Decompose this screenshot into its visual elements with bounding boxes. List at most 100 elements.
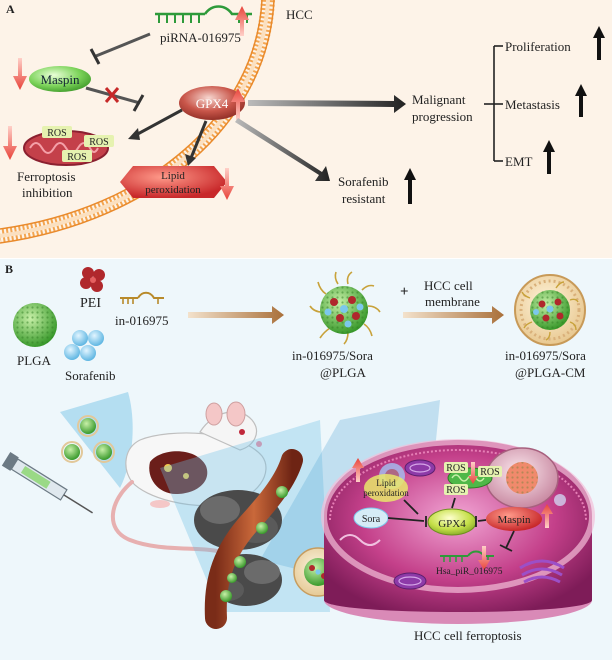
maspin-ellipse xyxy=(29,66,91,92)
cell-maspin-up-arrow xyxy=(541,504,553,528)
cell-ros-badge-1 xyxy=(444,462,468,473)
pirna-inhibits-maspin-line xyxy=(95,32,151,58)
ros-label-3: ROS xyxy=(67,152,86,163)
outcome-bracket xyxy=(484,45,503,162)
cell-sora-label: Sora xyxy=(362,514,381,525)
emt-up-arrow xyxy=(543,140,555,174)
hcc-label: HCC xyxy=(286,7,313,22)
pirna-inhibition-bar xyxy=(89,48,101,65)
lipid-label-line2: peroxidation xyxy=(145,184,201,196)
cell-ros-label-1: ROS xyxy=(446,463,465,474)
outcome-proliferation: Proliferation xyxy=(505,39,571,54)
pirna-label: piRNA-016975 xyxy=(160,30,241,45)
syringe-icon xyxy=(1,452,93,514)
gpx4-up-arrow xyxy=(231,88,245,120)
membrane-inner-edge xyxy=(0,0,263,230)
panel-a-letter: A xyxy=(6,2,15,16)
nanoparticle-plga xyxy=(309,271,381,345)
ros-label-1: ROS xyxy=(47,128,66,139)
ros-label-2: ROS xyxy=(89,137,108,148)
cell-membrane-core xyxy=(0,0,270,238)
coating-arrow xyxy=(403,306,504,324)
ferroptosis-label-line2: inhibition xyxy=(22,185,73,200)
cell-lipid-up-arrow xyxy=(352,458,364,482)
synthesis-arrow xyxy=(188,306,284,324)
lipid-label-line1: Lipid xyxy=(161,170,185,182)
cell-ros-label-3: ROS xyxy=(446,485,465,496)
inhibitor-label: in-016975 xyxy=(115,313,168,328)
membrane-label-line2: membrane xyxy=(425,294,480,309)
cell-pathway-lines xyxy=(387,497,515,552)
gpx4-label: GPX4 xyxy=(196,96,229,111)
sorafenib-label-line1: Sorafenib xyxy=(338,174,389,189)
pirna-bases xyxy=(158,14,248,23)
cell-ros-badge-3 xyxy=(444,484,468,495)
plus-sign: + xyxy=(400,284,409,300)
metastasis-up-arrow xyxy=(575,84,587,117)
outcome-emt: EMT xyxy=(505,154,533,169)
cell-lipid-label-line1: Lipid xyxy=(376,478,396,488)
cell-maspin-label: Maspin xyxy=(498,514,532,526)
golgi-apparatus xyxy=(519,559,565,584)
cell-pirna-label: Hsa_piR_016975 xyxy=(436,567,503,577)
pirna-strand xyxy=(155,5,252,16)
vessel-nanoparticles xyxy=(220,486,288,602)
plga-texture xyxy=(13,303,57,347)
cell-pirna-down-arrow xyxy=(478,546,490,570)
cell-ros-label-2: ROS xyxy=(480,467,499,478)
ros-down-arrow xyxy=(3,126,17,160)
cell-ros-badge-2 xyxy=(478,466,502,477)
cell-lipid-label-line2: peroxidation xyxy=(363,488,409,498)
cell-maspin-ellipse xyxy=(486,507,542,531)
mouse-illustration xyxy=(111,401,267,554)
sorafenib-particles xyxy=(64,330,104,361)
cell-ros-red-arrow xyxy=(468,462,478,484)
cell-pirna-bases xyxy=(443,556,489,562)
injection-inset-cone xyxy=(60,392,133,488)
ros-badge-3 xyxy=(62,150,92,162)
pirna-up-arrow xyxy=(235,6,249,36)
nanoparticle-plga-cm xyxy=(514,274,586,346)
malignant-label-line1: Malignant xyxy=(412,92,466,107)
maspin-down-arrow xyxy=(13,58,27,90)
sorafenib-label: Sorafenib xyxy=(65,368,116,383)
np1-label-line2: @PLGA xyxy=(320,365,367,380)
ros-badge-1 xyxy=(42,126,72,138)
mitochondrion-cristae xyxy=(29,142,99,154)
np2-label-line2: @PLGA-CM xyxy=(515,365,586,380)
np2-label-line1: in-016975/Sora xyxy=(505,348,586,363)
cell-rim-highlight xyxy=(321,439,595,593)
malignant-label-line2: progression xyxy=(412,109,473,124)
gpx4-to-lipid-arrowhead xyxy=(185,154,196,166)
sorafenib-up-arrow xyxy=(404,168,416,204)
gpx4-ellipse xyxy=(179,86,245,120)
lipid-down-arrow xyxy=(220,168,234,200)
gpx4-to-sorafenib-arrow xyxy=(235,118,330,181)
pei-icon xyxy=(80,267,105,292)
panel-b-letter: B xyxy=(5,262,13,276)
maspin-inhibition-bar xyxy=(132,94,145,112)
blood-vessel xyxy=(204,449,303,629)
plga-label: PLGA xyxy=(17,353,52,368)
blocked-x-mark xyxy=(104,87,120,103)
gpx4-to-ros-arrowhead xyxy=(128,128,140,140)
proliferation-up-arrow xyxy=(593,26,605,60)
gpx4-to-malignant-arrow xyxy=(248,95,406,113)
cell-lipid-blob xyxy=(364,474,408,502)
inhibitor-bases xyxy=(122,298,159,304)
gpx4-to-lipid-arrow xyxy=(189,120,208,159)
outcome-metastasis: Metastasis xyxy=(505,97,560,112)
membrane-label-line1: HCC cell xyxy=(424,278,473,293)
cell-gpx4-label: GPX4 xyxy=(438,518,466,530)
lipid-peroxidation-hexagon xyxy=(120,166,227,198)
maspin-label: Maspin xyxy=(41,72,81,87)
ros-badge-2 xyxy=(84,135,114,147)
sorafenib-label-line2: resistant xyxy=(342,191,386,206)
inset-nanoparticles xyxy=(61,415,115,463)
ferroptosis-label-line1: Ferroptosis xyxy=(17,169,76,184)
pei-label: PEI xyxy=(80,296,101,311)
cell-caption: HCC cell ferroptosis xyxy=(414,628,522,643)
np1-label-line1: in-016975/Sora xyxy=(292,348,373,363)
